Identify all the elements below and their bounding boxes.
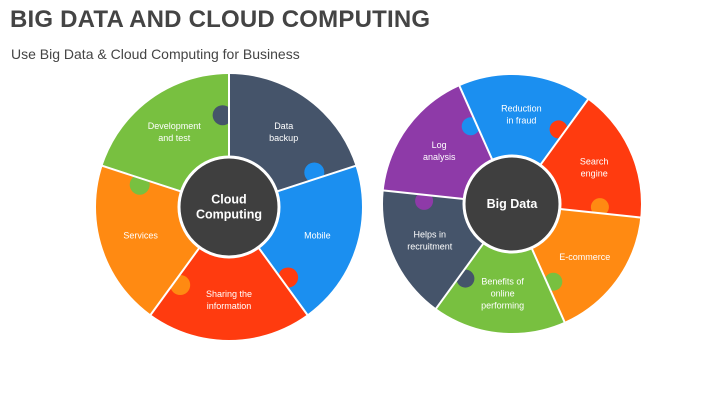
puzzle-knob-ecommerce xyxy=(590,198,609,217)
puzzle-knob-data-backup xyxy=(212,105,233,126)
puzzle-piece-recruitment xyxy=(381,190,485,310)
piece-divider xyxy=(434,240,486,310)
puzzle-piece-ecommerce xyxy=(530,208,642,323)
page-title: BIG DATA AND CLOUD COMPUTING xyxy=(10,6,431,33)
piece-divider xyxy=(538,98,590,168)
puzzle-piece-search xyxy=(539,98,643,218)
piece-divider xyxy=(256,245,309,316)
wheel-rim xyxy=(94,72,364,342)
puzzle-piece-benefits xyxy=(435,241,565,335)
puzzle-piece-reduction xyxy=(459,73,589,167)
segment-label-mobile: Mobile xyxy=(304,231,331,241)
puzzle-piece-sharing xyxy=(150,245,308,342)
puzzle-knob-log xyxy=(415,191,434,210)
piece-divider xyxy=(458,84,495,163)
piece-divider xyxy=(557,207,642,219)
page-subtitle: Use Big Data & Cloud Computing for Busin… xyxy=(11,46,300,62)
puzzle-piece-log xyxy=(382,85,494,200)
puzzle-knob-recruitment xyxy=(456,269,475,288)
center-hub xyxy=(177,155,281,259)
piece-divider xyxy=(274,164,357,194)
segment-label-ecommerce: E-commerce xyxy=(559,252,610,262)
piece-divider xyxy=(149,245,202,316)
puzzle-knob-search xyxy=(549,120,568,139)
piece-divider xyxy=(101,164,184,194)
center-label: Big Data xyxy=(487,197,539,211)
segment-label-services: Services xyxy=(123,231,158,241)
center-hub xyxy=(462,154,562,254)
wheel-rim xyxy=(381,73,643,335)
puzzle-piece-development xyxy=(101,73,229,193)
piece-divider xyxy=(382,189,467,201)
piece-divider xyxy=(529,245,566,324)
puzzle-piece-data-backup xyxy=(229,73,357,193)
